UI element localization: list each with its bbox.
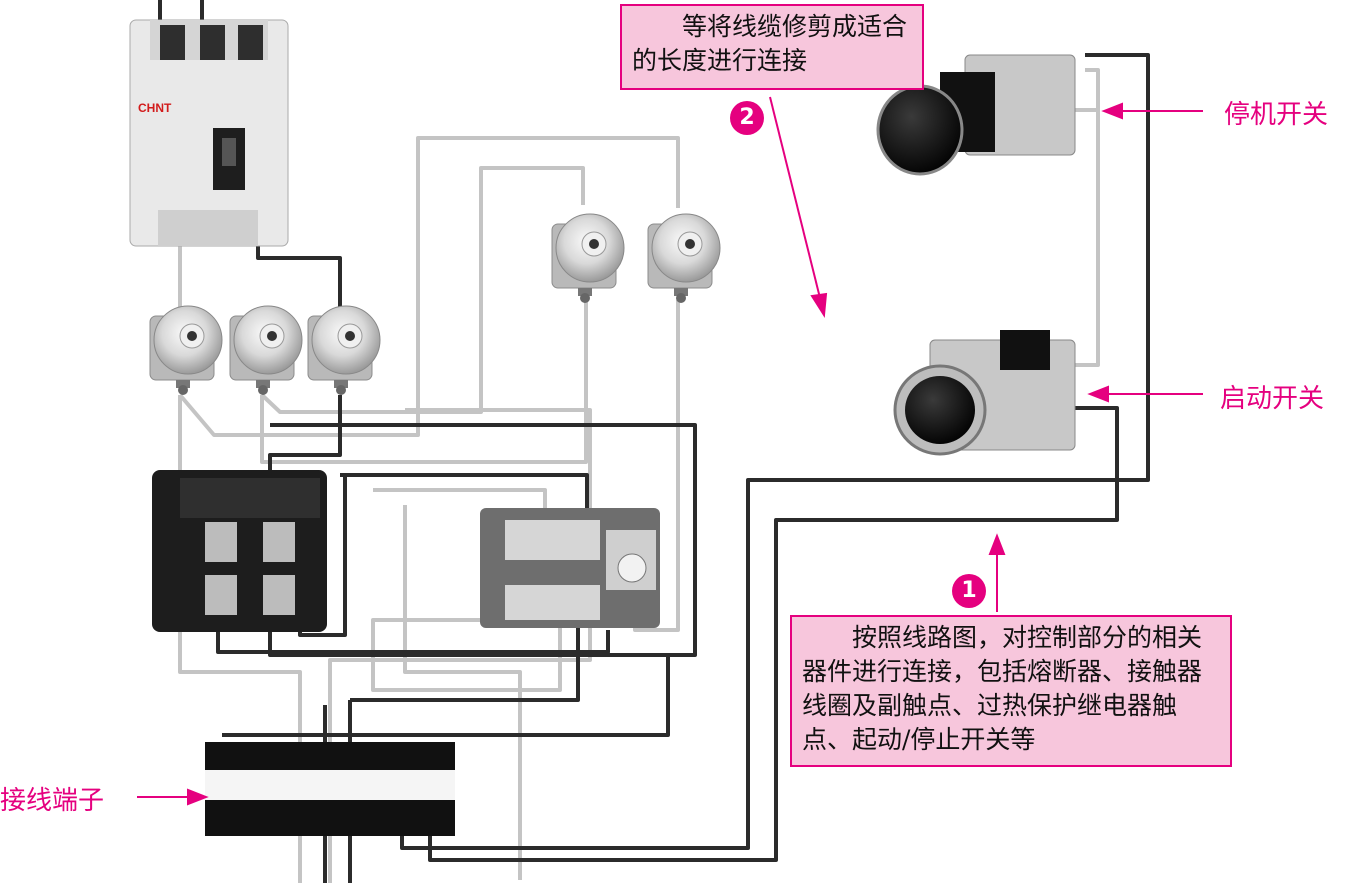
thermal-relay [480,508,660,628]
label-start-switch: 启动开关 [1220,384,1325,414]
label-stop-switch: 停机开关 [1224,100,1329,130]
annotation-arrows [137,96,1203,806]
label-terminal-block: 接线端子 [0,786,105,816]
circuit-breaker: CHNT [129,19,289,247]
start-button-device [893,330,1076,456]
stop-button-device [876,54,1076,176]
callout-step1: 按照线路图，对控制部分的相关器件进行连接，包括熔断器、接触器线圈及副触点、过热保… [790,615,1232,767]
step1-badge: 1 [952,574,986,608]
fuse-row-main [149,305,381,396]
step2-badge: 2 [730,101,764,135]
breaker-brand: CHNT [138,101,172,115]
arrow-start-icon [1087,385,1109,403]
terminal-block [205,742,455,836]
arrow-terminal-icon [187,788,209,806]
callout-step2: 等将线缆修剪成适合的长度进行连接 [620,4,924,90]
fuse-row-control [551,213,721,304]
arrow-stop-icon [1101,102,1123,120]
arrow-step1-icon [988,533,1006,555]
arrow-step2-icon [810,292,828,319]
contactor [152,470,327,632]
callout-step1-text: 按照线路图，对控制部分的相关器件进行连接，包括熔断器、接触器线圈及副触点、过热保… [802,623,1203,754]
callout-step2-text: 等将线缆修剪成适合的长度进行连接 [632,12,908,75]
